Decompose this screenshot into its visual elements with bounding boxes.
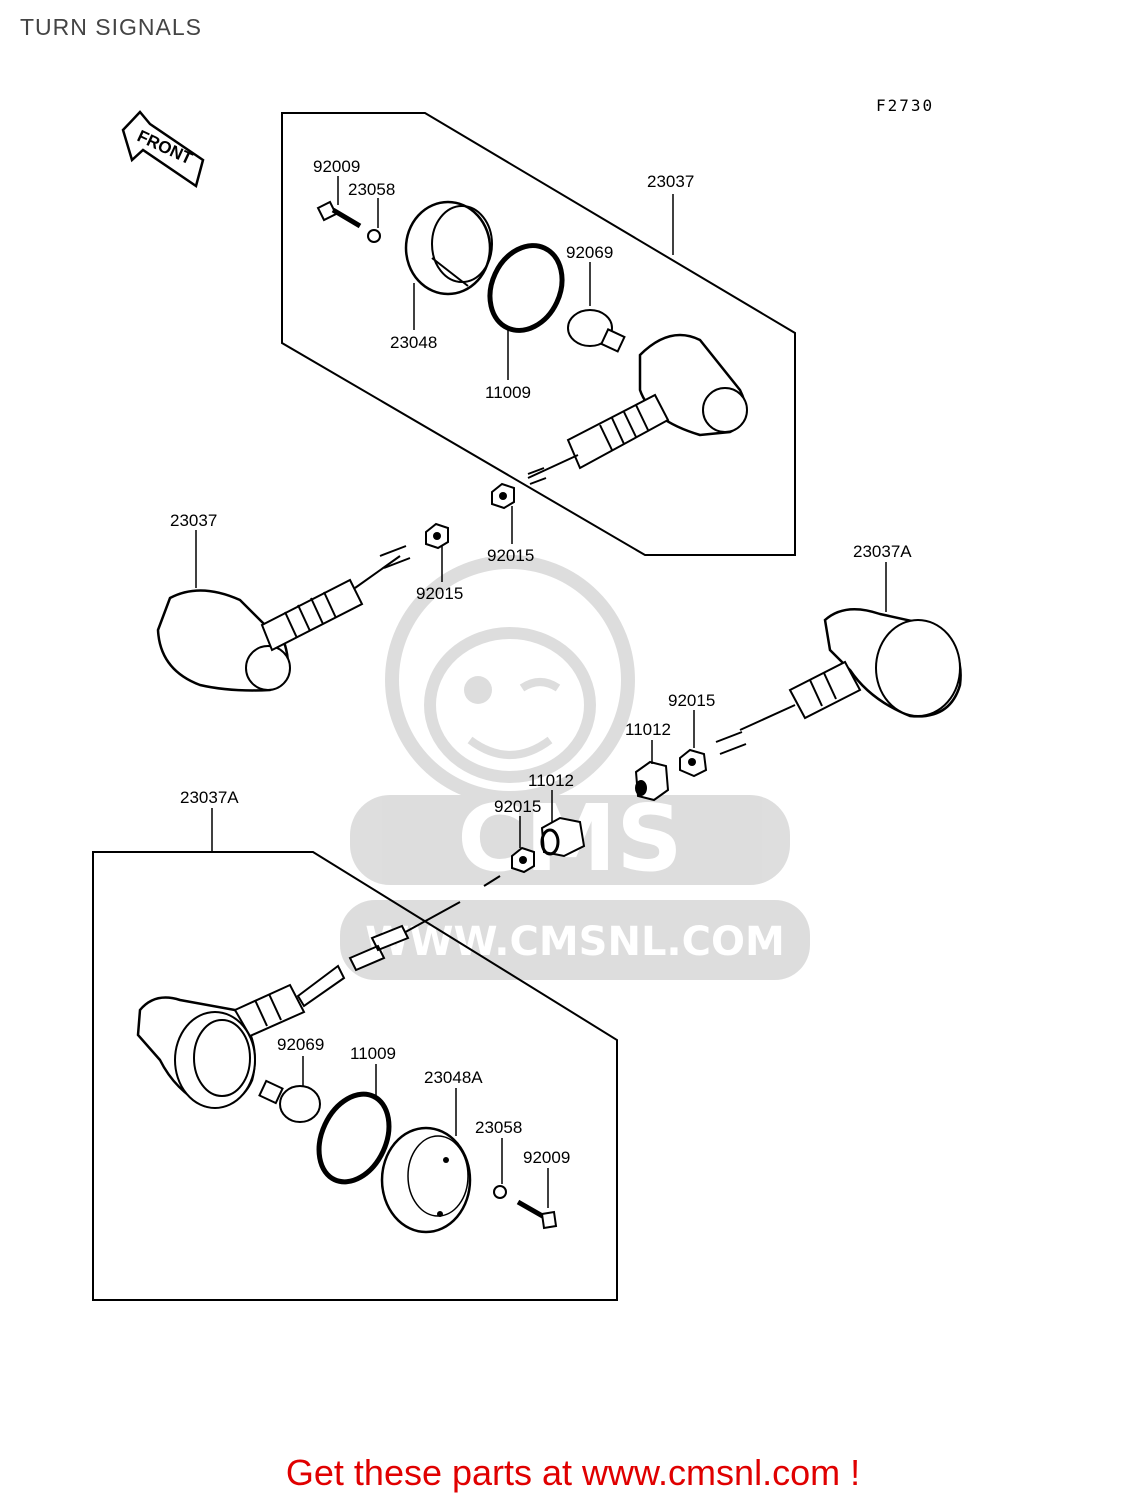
watermark-url: WWW.CMSNL.COM [365, 919, 785, 965]
screw-icon [316, 200, 362, 229]
bulb-bottom-icon [258, 1079, 321, 1123]
washer-icon [367, 229, 381, 243]
callout-92015-center: 92015 [494, 797, 541, 816]
callout-23048A: 23048A [424, 1068, 483, 1087]
callout-23037-left: 23037 [170, 511, 217, 530]
screw-bottom-icon [516, 1199, 558, 1230]
watermark: CMS WWW.CMSNL.COM [340, 555, 810, 980]
turn-signal-housing-icon [527, 333, 748, 485]
callout-92069-bottom: 92069 [277, 1035, 324, 1054]
grommet-right-icon [634, 760, 670, 802]
grommet-center-icon [540, 816, 586, 858]
callout-23037-top: 23037 [647, 172, 694, 191]
turn-signal-housing-left-icon [156, 545, 411, 692]
callout-92015-left: 92015 [416, 584, 463, 603]
nut-center-icon [511, 846, 535, 874]
callout-23037A-right: 23037A [853, 542, 912, 561]
lens-bottom-icon [380, 1126, 472, 1234]
nut-left-icon [425, 522, 449, 550]
callout-23037A-bottom: 23037A [180, 788, 239, 807]
nut-icon [491, 482, 515, 510]
footer-link[interactable]: Get these parts at www.cmsnl.com ! [285, 1452, 861, 1493]
callout-92015-top: 92015 [487, 546, 534, 565]
bulb-icon [567, 309, 626, 353]
callout-92069-top: 92069 [566, 243, 613, 262]
page-title: TURN SIGNALS [20, 14, 202, 40]
gasket-icon [487, 243, 565, 333]
turn-signal-housing-bottom-icon [136, 964, 346, 1109]
callout-92009-top: 92009 [313, 157, 360, 176]
gasket-bottom-icon [316, 1091, 392, 1185]
callout-92015-right: 92015 [668, 691, 715, 710]
bottom-assembly-outline [92, 851, 618, 1301]
callout-23058-bottom: 23058 [475, 1118, 522, 1137]
lens-icon [404, 200, 493, 296]
callout-23048: 23048 [390, 333, 437, 352]
callout-11009-top: 11009 [485, 383, 531, 402]
callout-11012-center: 11012 [528, 771, 574, 790]
callout-11012-right: 11012 [625, 720, 671, 739]
figure-code: F2730 [876, 96, 934, 115]
callout-92009-bottom: 92009 [523, 1148, 570, 1167]
washer-bottom-icon [493, 1185, 507, 1199]
front-arrow-icon: FRONT [121, 110, 205, 189]
turn-signal-housing-right-icon [715, 607, 962, 755]
callout-11009-bottom: 11009 [350, 1044, 396, 1063]
callout-23058-top: 23058 [348, 180, 395, 199]
top-assembly-outline [281, 112, 796, 556]
nut-right-icon [679, 748, 708, 778]
